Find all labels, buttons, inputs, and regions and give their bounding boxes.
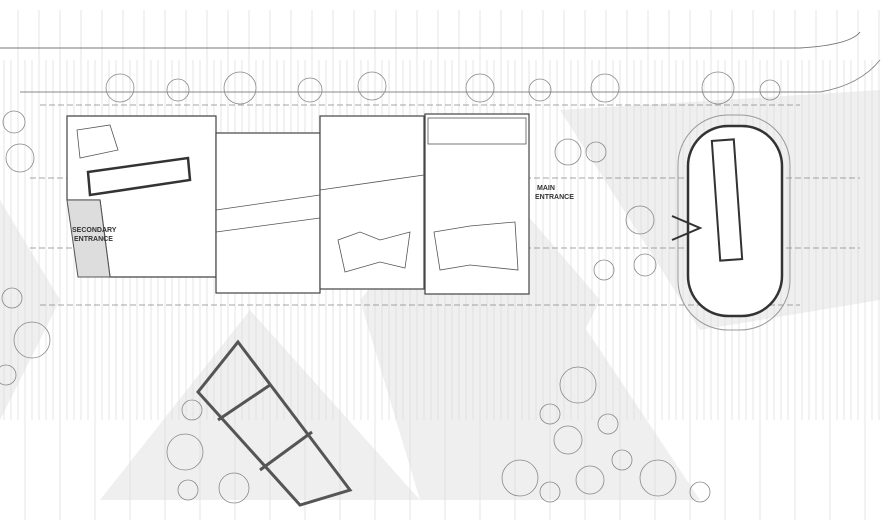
block-2	[215, 132, 321, 294]
main-entrance-label: MAIN	[537, 185, 555, 192]
tree-icon	[105, 73, 135, 103]
south-building	[196, 339, 353, 507]
pavilion-wall	[686, 124, 784, 318]
tree-icon	[465, 73, 495, 103]
tree-icon	[539, 403, 561, 425]
tree-icon	[590, 73, 620, 103]
tree-icon	[701, 71, 735, 105]
tree-icon	[5, 143, 35, 173]
tree-icon	[166, 433, 204, 471]
tree-icon	[1, 287, 23, 309]
block-4	[424, 113, 530, 295]
tree-icon	[539, 481, 561, 503]
tree-icon	[575, 465, 605, 495]
tree-icon	[759, 79, 781, 101]
tree-icon	[501, 459, 539, 497]
tree-icon	[554, 138, 582, 166]
tree-icon	[639, 459, 677, 497]
secondary-entrance-label-2: ENTRANCE	[74, 236, 113, 243]
block-3	[319, 115, 425, 290]
tree-icon	[297, 77, 323, 103]
hatched-entrance-area	[66, 199, 111, 278]
pavilion-core	[710, 138, 744, 262]
tree-icon	[177, 479, 199, 501]
pavilion-entry	[671, 215, 703, 241]
core-walls	[86, 156, 192, 197]
secondary-entrance-label: SECONDARY	[72, 227, 117, 234]
tree-icon	[218, 472, 250, 504]
tree-icon	[357, 71, 387, 101]
tree-icon	[181, 399, 203, 421]
tree-icon	[633, 253, 657, 277]
tree-icon	[611, 449, 633, 471]
road-edge	[20, 59, 881, 93]
tree-icon	[625, 205, 655, 235]
tree-icon	[166, 78, 190, 102]
tree-icon	[13, 321, 51, 359]
tree-icon	[585, 141, 607, 163]
pavilion-outer	[677, 114, 791, 331]
trees	[0, 71, 781, 504]
tree-icon	[2, 110, 26, 134]
tree-icon	[597, 413, 619, 435]
tree-icon	[528, 78, 552, 102]
main-entrance-label-2: ENTRANCE	[535, 194, 574, 201]
tree-icon	[0, 364, 17, 386]
tree-icon	[593, 259, 615, 281]
inner-walls	[76, 117, 527, 273]
tree-icon	[559, 366, 597, 404]
tree-icon	[689, 481, 711, 503]
tree-icon	[553, 425, 583, 455]
tree-icon	[223, 71, 257, 105]
road-edge	[0, 31, 861, 49]
